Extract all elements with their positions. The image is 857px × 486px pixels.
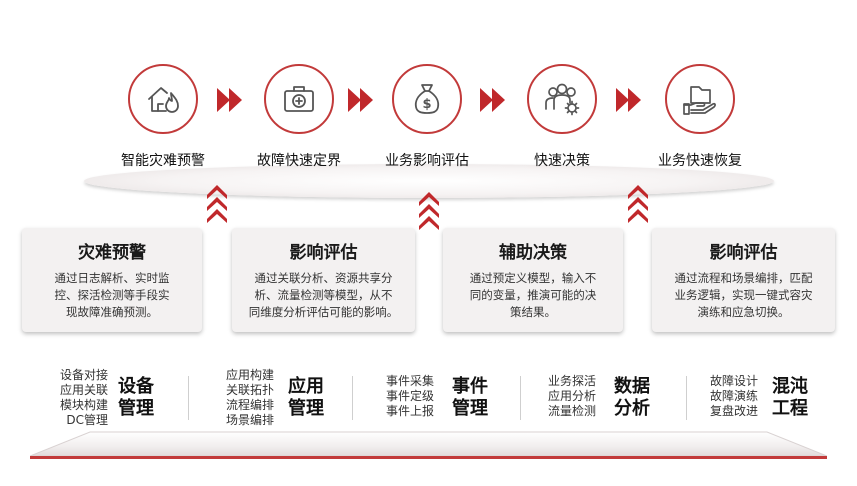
module-name: 混沌 工程 xyxy=(772,376,808,419)
chevron-up-icon xyxy=(419,192,439,230)
module-app-management: 应用构建 关联拓扑 流程编排 场景编排 应用 管理 xyxy=(206,368,336,428)
card-description: 通过流程和场景编排，匹配 业务逻辑，实现一键式容灾 演练和应急切换。 xyxy=(674,271,813,319)
card-title: 灾难预警 xyxy=(78,243,146,263)
stage-impact-assess: $ 业务影响评估 xyxy=(357,64,497,170)
stage-circle: $ xyxy=(392,64,462,134)
chevron-up-icon xyxy=(628,185,648,223)
module-divider xyxy=(352,376,353,420)
stage-fault-locate: 故障快速定界 xyxy=(229,64,369,170)
money-bag-icon: $ xyxy=(414,84,440,114)
card-decision-support: 辅助决策 通过预定义模型，输入不 同的变量，推演可能的决 策结果。 xyxy=(443,228,623,332)
module-divider xyxy=(686,376,687,420)
card-description: 通过日志解析、实时监 控、探活检测等手段实 现故障准确预测。 xyxy=(54,271,170,319)
stage-disaster-warning: 智能灾难预警 xyxy=(93,64,233,170)
module-items: 事件采集 事件定级 事件上报 xyxy=(385,374,434,418)
first-aid-kit-icon xyxy=(284,86,314,112)
card-title: 影响评估 xyxy=(709,243,778,263)
people-gear-icon xyxy=(545,83,580,116)
card-disaster-warning: 灾难预警 通过日志解析、实时监 控、探活检测等手段实 现故障准确预测。 xyxy=(22,228,202,332)
flow-arrow-icon xyxy=(348,88,373,112)
module-items: 故障设计 故障演练 复盘改进 xyxy=(709,374,758,418)
module-items: 应用构建 关联拓扑 流程编排 场景编排 xyxy=(225,368,274,427)
module-divider xyxy=(188,376,189,420)
stage-circle xyxy=(128,64,198,134)
flow-arrow-icon xyxy=(480,88,505,112)
chevron-up-icon xyxy=(207,185,227,223)
svg-text:$: $ xyxy=(422,97,431,112)
module-name: 设备 管理 xyxy=(118,376,154,419)
module-name: 事件 管理 xyxy=(452,376,488,419)
stage-fast-recovery: 业务快速恢复 xyxy=(630,64,770,170)
module-items: 业务探活 应用分析 流量检测 xyxy=(547,374,596,418)
card-description: 通过预定义模型，输入不 同的变量，推演可能的决 策结果。 xyxy=(469,271,597,319)
module-name: 应用 管理 xyxy=(288,376,324,419)
module-items: 设备对接 应用关联 模块构建 DC管理 xyxy=(59,368,108,427)
card-title: 影响评估 xyxy=(289,243,358,263)
house-flame-icon xyxy=(148,87,179,113)
module-chaos-engineering: 故障设计 故障演练 复盘改进 混沌 工程 xyxy=(700,368,830,428)
stage-label: 故障快速定界 xyxy=(257,153,341,169)
stage-circle xyxy=(264,64,334,134)
stage-circle xyxy=(665,64,735,134)
stage-circle xyxy=(527,64,597,134)
flow-arrow-icon xyxy=(217,88,242,112)
card-description: 通过关联分析、资源共享分 析、流量检测等模型，从不 同维度分析评估可能的影响。 xyxy=(248,271,399,319)
module-event-management: 事件采集 事件定级 事件上报 事件 管理 xyxy=(372,368,502,428)
card-impact-assessment-2: 影响评估 通过流程和场景编排，匹配 业务逻辑，实现一键式容灾 演练和应急切换。 xyxy=(652,228,835,332)
card-title: 辅助决策 xyxy=(499,243,567,263)
module-device-management: 设备对接 应用关联 模块构建 DC管理 设备 管理 xyxy=(40,368,170,428)
stage-label: 业务影响评估 xyxy=(385,153,469,169)
stage-label: 智能灾难预警 xyxy=(121,153,205,169)
flow-arrow-icon xyxy=(616,88,641,112)
base-platform xyxy=(30,431,827,459)
stage-quick-decision: 快速决策 xyxy=(492,64,632,170)
hand-folder-icon xyxy=(683,86,716,115)
stage-label: 业务快速恢复 xyxy=(658,153,742,169)
module-data-analysis: 业务探活 应用分析 流量检测 数据 分析 xyxy=(536,368,666,428)
stage-label: 快速决策 xyxy=(534,153,590,169)
module-divider xyxy=(520,376,521,420)
module-name: 数据 分析 xyxy=(614,376,650,419)
card-impact-assessment: 影响评估 通过关联分析、资源共享分 析、流量检测等模型，从不 同维度分析评估可能… xyxy=(232,228,415,332)
